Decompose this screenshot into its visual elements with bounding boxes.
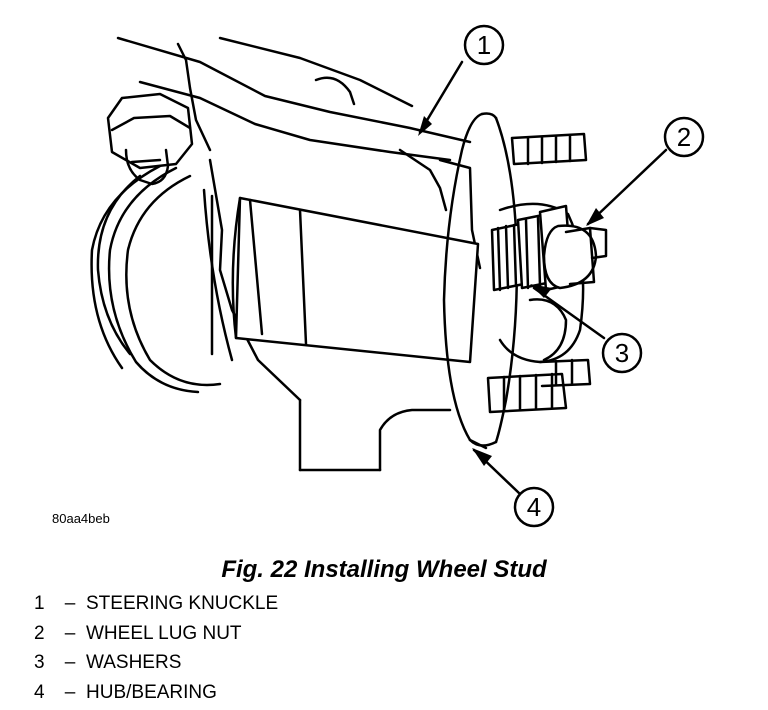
spindle-cap [498, 202, 585, 364]
wheel-stud-illustration: 1 2 3 4 [90, 24, 705, 528]
legend-label: WHEEL LUG NUT [86, 622, 242, 644]
hub-taper [231, 196, 480, 364]
callout-legend: 1–STEERING KNUCKLE 2–WHEEL LUG NUT 3–WAS… [34, 592, 278, 710]
wheel-studs [486, 132, 592, 414]
legend-number: 3 [34, 652, 45, 673]
legend-item: 1–STEERING KNUCKLE [34, 592, 278, 622]
callout-3: 3 [601, 332, 643, 374]
legend-item: 2–WHEEL LUG NUT [34, 622, 278, 652]
legend-number: 2 [34, 622, 45, 644]
arrow-1-head [418, 116, 432, 136]
figure-caption: Fig. 22 Installing Wheel Stud [221, 556, 547, 583]
legend-number: 4 [34, 681, 45, 703]
legend-dash: – [64, 681, 76, 703]
callout-2: 2 [663, 116, 705, 158]
legend-item: 3–WASHERS [34, 651, 278, 681]
legend-dash: – [64, 622, 76, 644]
legend-label: HUB/BEARING [86, 681, 217, 703]
legend-label: WASHERS [86, 652, 182, 673]
arrow-4-head [472, 448, 492, 466]
arrow-2-head [586, 208, 604, 226]
callout-4-number: 4 [527, 492, 541, 522]
callout-3-number: 3 [615, 338, 629, 368]
callout-2-number: 2 [677, 122, 691, 152]
legend-dash: – [64, 652, 76, 673]
legend-label: STEERING KNUCKLE [86, 593, 279, 614]
seal-rings [90, 164, 234, 394]
arrow-3-head [530, 284, 552, 298]
hub-flange [442, 112, 519, 450]
legend-item: 4–HUB/BEARING [34, 681, 278, 710]
callout-1: 1 [463, 24, 505, 66]
legend-number: 1 [34, 593, 45, 614]
callout-1-number: 1 [477, 30, 491, 60]
figure-code: 80aa4beb [52, 511, 110, 526]
installed-stud-assembly [490, 204, 608, 292]
callout-4: 4 [513, 486, 555, 528]
legend-dash: – [64, 593, 76, 614]
